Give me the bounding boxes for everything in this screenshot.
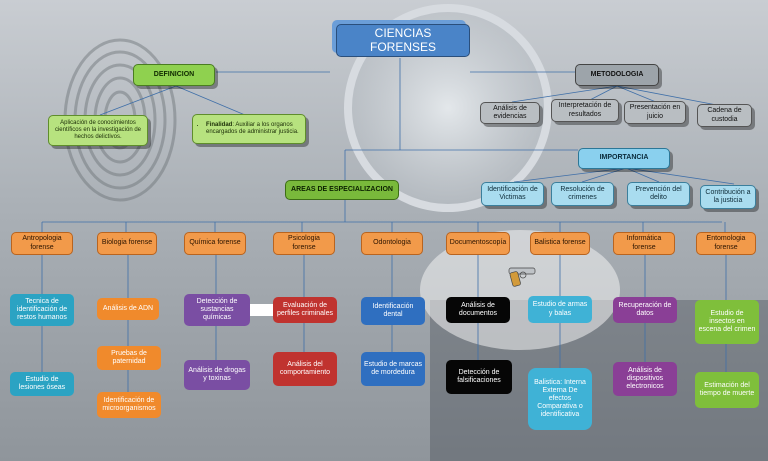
biologia-item-3: Identificación de microorganismos (97, 392, 161, 418)
importancia-node: IMPORTANCIA (578, 148, 670, 169)
metodologia-item-3: Presentación en juicio (624, 101, 686, 124)
biologia-item-2: Pruebas de paternidad (97, 346, 161, 370)
documentoscopia-item-1: Análisis de documentos (446, 297, 510, 323)
psicologia-item-1: Evaluación de perfiles criminales (273, 297, 337, 323)
psicologia-item-2: Análisis del comportamiento (273, 352, 337, 386)
area-header-biologia: Biologia forense (97, 232, 157, 255)
gun-icon (508, 267, 536, 287)
quimica-item-1: Detección de sustancias químicas (184, 294, 250, 326)
importancia-item-2: Resolución de crimenes (551, 182, 614, 206)
definicion-node: DEFINICION (133, 64, 215, 86)
finalidad-list: Finalidad: Auxiliar a los organos encarg… (196, 122, 302, 136)
antropologia-item-1: Tecnica de identificación de restos huma… (10, 294, 74, 326)
quimica-item-2: Análisis de drogas y toxinas (184, 360, 250, 390)
informatica-item-1: Recuperación de datos (613, 297, 677, 323)
finalidad-bold: Finalidad (206, 122, 233, 129)
finalidad-item: Finalidad: Auxiliar a los organos encarg… (206, 122, 302, 136)
importancia-item-3: Prevención del delito (627, 182, 690, 206)
area-header-odontologia: Odontologia (361, 232, 423, 255)
documentoscopia-item-2: Detección de falsificaciones (446, 360, 512, 394)
areas-node: AREAS DE ESPECIALIZACION (285, 180, 399, 200)
informatica-item-2: Análisis de dispositivos electronicos (613, 362, 677, 396)
area-header-balistica: Balistica forense (530, 232, 590, 255)
metodologia-item-2: Interpretación de resultados (551, 99, 619, 122)
balistica-item-2: Balistica: Interna Externa De efectos Co… (528, 368, 592, 430)
biologia-item-1: Análisis de ADN (97, 298, 159, 320)
area-header-quimica: Química forense (184, 232, 246, 255)
metodologia-item-1: Análisis de evidencias (480, 102, 540, 124)
metodologia-item-4: Cadena de custodia (697, 104, 752, 127)
definicion-text-node: Aplicación de conocimientos científicos … (48, 115, 148, 146)
area-header-psicologia: Psicologia forense (273, 232, 335, 255)
antropologia-item-2: Estudio de lesiones óseas (10, 372, 74, 396)
odontologia-item-1: Identificación dental (361, 297, 425, 325)
importancia-item-1: Identificación de Victimas (481, 182, 544, 206)
metodologia-node: METODOLOGIA (575, 64, 659, 86)
importancia-item-4: Contribución a la justicia (700, 185, 756, 209)
page-title: CIENCIAS FORENSES (336, 24, 470, 57)
entomologia-item-1: Estudio de insectos en escena del crimen (695, 300, 759, 344)
area-header-documentoscopia: Documentoscopía (446, 232, 510, 255)
odontologia-item-2: Estudio de marcas de mordedura (361, 352, 425, 386)
area-header-entomologia: Entomologia forense (696, 232, 756, 255)
finalidad-node: Finalidad: Auxiliar a los organos encarg… (192, 114, 306, 144)
finalidad-text: : Auxiliar a los organos encargados de a… (206, 122, 299, 135)
area-header-informatica: Informática forense (613, 232, 675, 255)
entomologia-item-2: Estimación del tiempo de muerte (695, 372, 759, 408)
balistica-item-1: Estudio de armas y balas (528, 296, 592, 323)
area-header-antropologia: Antropologia forense (11, 232, 73, 255)
